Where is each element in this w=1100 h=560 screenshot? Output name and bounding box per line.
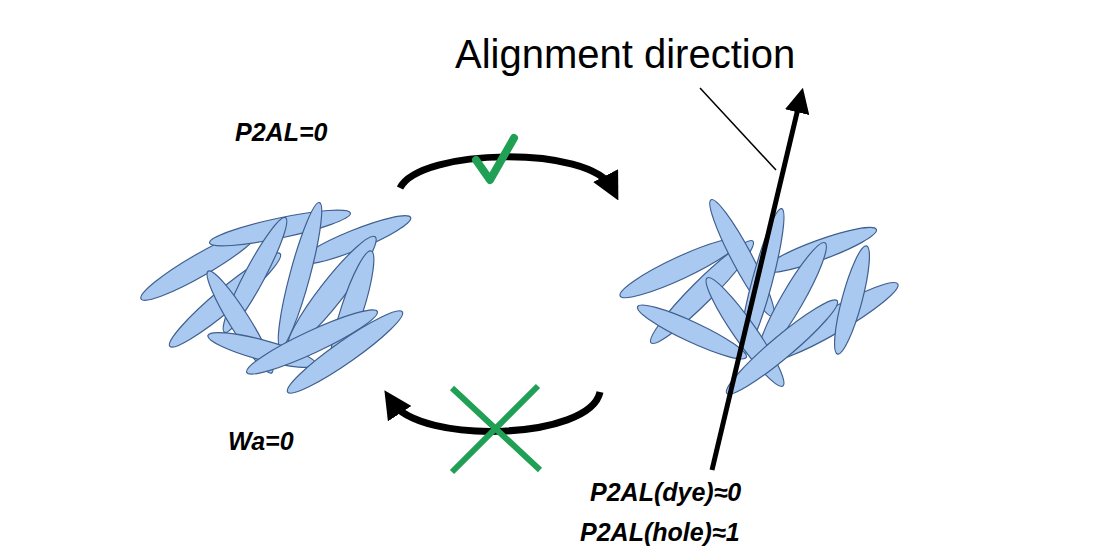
molecule-cluster-right: [616, 195, 904, 402]
alignment-arrow: [712, 100, 800, 470]
dye-order-label: P2AL(dye)≈0: [590, 478, 741, 507]
order-parameter-label: P2AL=0: [235, 118, 327, 147]
work-label: Wa=0: [228, 427, 294, 456]
cross-mark: [452, 386, 540, 472]
forward-arrow: [400, 157, 612, 188]
check-mark: [476, 138, 514, 180]
molecule-cluster-left: [136, 200, 415, 401]
axis-label: Alignment direction: [455, 32, 795, 77]
hole-order-label: P2AL(hole)≈1: [580, 518, 740, 547]
leader-line: [700, 88, 776, 170]
